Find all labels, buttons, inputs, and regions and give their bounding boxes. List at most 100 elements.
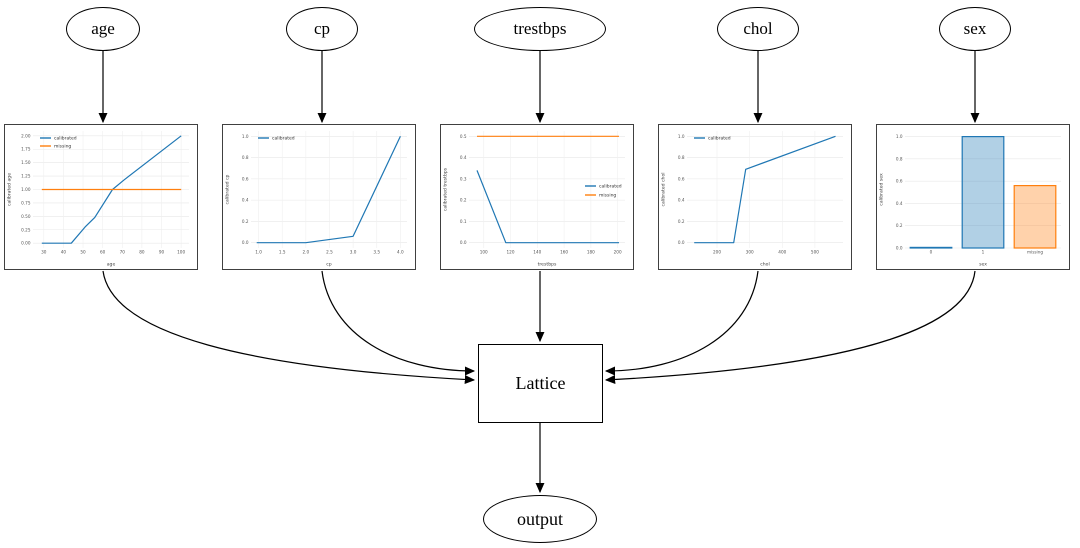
svg-text:calibrated cp: calibrated cp (225, 174, 231, 204)
node-trestbps-label: trestbps (513, 19, 567, 38)
svg-text:0.2: 0.2 (896, 223, 903, 228)
svg-text:0.00: 0.00 (21, 241, 31, 246)
svg-text:0.4: 0.4 (678, 198, 685, 203)
edge-chol-calibrator-to-lattice (604, 270, 759, 376)
svg-text:missing: missing (599, 193, 616, 199)
svg-text:1.0: 1.0 (255, 250, 262, 255)
calibrator-chart-chol: 0.0 0.2 0.4 0.6 0.8 1.0 200 300 400 500 calibrated… (658, 124, 852, 270)
svg-text:1: 1 (982, 250, 985, 255)
svg-text:calibrated: calibrated (54, 136, 77, 142)
svg-text:80: 80 (139, 250, 145, 255)
svg-text:chol: chol (760, 262, 770, 268)
node-sex-label: sex (963, 19, 987, 38)
svg-text:trestbps: trestbps (538, 262, 557, 268)
svg-text:0.75: 0.75 (21, 200, 31, 205)
svg-text:calibrated trestbps: calibrated trestbps (443, 167, 449, 211)
calibrator-chart-cp: 0.0 0.2 0.4 0.6 0.8 1.0 1.0 1.5 2.0 2.5 3.0 3.5 4.0 c… (222, 124, 416, 270)
svg-text:calibrated: calibrated (708, 136, 731, 142)
svg-text:0.0: 0.0 (678, 240, 685, 245)
svg-text:300: 300 (746, 250, 754, 255)
edge-age-calibrator-to-lattice (102, 270, 476, 385)
svg-text:0.2: 0.2 (242, 219, 249, 224)
svg-text:400: 400 (778, 250, 786, 255)
node-cp-label: cp (313, 19, 331, 38)
node-trestbps: trestbps (474, 7, 606, 51)
svg-text:0.1: 0.1 (460, 219, 467, 224)
svg-text:cp: cp (326, 263, 332, 268)
svg-text:0.4: 0.4 (242, 198, 249, 203)
svg-text:0.2: 0.2 (678, 219, 685, 224)
svg-text:40: 40 (61, 250, 67, 255)
chol-calibration-plot: 0.0 0.2 0.4 0.6 0.8 1.0 200 300 400 500 calibrated… (659, 125, 850, 268)
svg-text:100: 100 (480, 250, 488, 255)
svg-text:0.6: 0.6 (678, 176, 685, 181)
svg-text:180: 180 (587, 250, 595, 255)
svg-text:0.8: 0.8 (678, 155, 685, 160)
svg-text:calibrated: calibrated (272, 136, 295, 142)
svg-text:0.6: 0.6 (242, 176, 249, 181)
svg-text:missing: missing (1027, 250, 1043, 255)
svg-text:0.50: 0.50 (21, 214, 31, 219)
svg-text:1.75: 1.75 (21, 147, 31, 152)
node-lattice-label: Lattice (515, 373, 566, 393)
edge-cp-calibrator-to-lattice (321, 270, 476, 376)
svg-text:3.5: 3.5 (373, 250, 380, 255)
svg-text:3.0: 3.0 (350, 250, 357, 255)
node-output: output (483, 495, 597, 543)
svg-text:0.0: 0.0 (242, 240, 249, 245)
svg-text:1.0: 1.0 (242, 134, 249, 139)
svg-text:1.00: 1.00 (21, 187, 31, 192)
node-output-label: output (516, 508, 563, 529)
svg-text:200: 200 (713, 250, 721, 255)
cp-calibration-plot: 0.0 0.2 0.4 0.6 0.8 1.0 1.0 1.5 2.0 2.5 3.0 3.5 4.0 c… (223, 125, 414, 268)
svg-text:missing: missing (54, 144, 71, 150)
svg-text:2.5: 2.5 (326, 250, 333, 255)
svg-text:1.0: 1.0 (896, 134, 903, 139)
svg-text:1.0: 1.0 (678, 134, 685, 139)
svg-text:30: 30 (41, 250, 47, 255)
svg-text:1.50: 1.50 (21, 160, 31, 165)
svg-text:140: 140 (533, 250, 541, 255)
node-age-label: age (91, 19, 115, 38)
svg-text:0.3: 0.3 (460, 176, 467, 181)
svg-text:age: age (107, 263, 116, 268)
svg-text:calibrated age: calibrated age (7, 173, 13, 206)
svg-text:0.5: 0.5 (460, 134, 467, 139)
svg-text:60: 60 (100, 250, 106, 255)
svg-text:2.0: 2.0 (303, 250, 310, 255)
svg-text:50: 50 (80, 250, 86, 255)
svg-text:500: 500 (811, 250, 819, 255)
svg-text:4.0: 4.0 (397, 250, 404, 255)
svg-text:calibrated chol: calibrated chol (661, 172, 667, 206)
svg-text:160: 160 (560, 250, 568, 255)
node-lattice: Lattice (478, 344, 603, 423)
svg-text:0.4: 0.4 (896, 201, 903, 206)
node-sex: sex (939, 7, 1011, 51)
svg-text:70: 70 (120, 250, 126, 255)
node-age: age (66, 7, 140, 51)
node-chol-label: chol (743, 19, 773, 38)
svg-text:120: 120 (507, 250, 515, 255)
svg-text:0.6: 0.6 (896, 179, 903, 184)
svg-text:0: 0 (930, 250, 933, 255)
svg-text:calibrated sex: calibrated sex (879, 173, 885, 206)
svg-text:0.0: 0.0 (460, 240, 467, 245)
svg-text:sex: sex (979, 263, 987, 268)
svg-text:1.25: 1.25 (21, 174, 31, 179)
svg-text:0.4: 0.4 (460, 155, 467, 160)
svg-text:90: 90 (159, 250, 165, 255)
edge-sex-calibrator-to-lattice (604, 270, 976, 385)
svg-text:2.00: 2.00 (21, 133, 31, 138)
svg-text:200: 200 (614, 250, 622, 255)
svg-text:1.5: 1.5 (279, 250, 286, 255)
svg-text:0.8: 0.8 (242, 155, 249, 160)
svg-text:calibrated: calibrated (599, 184, 622, 190)
